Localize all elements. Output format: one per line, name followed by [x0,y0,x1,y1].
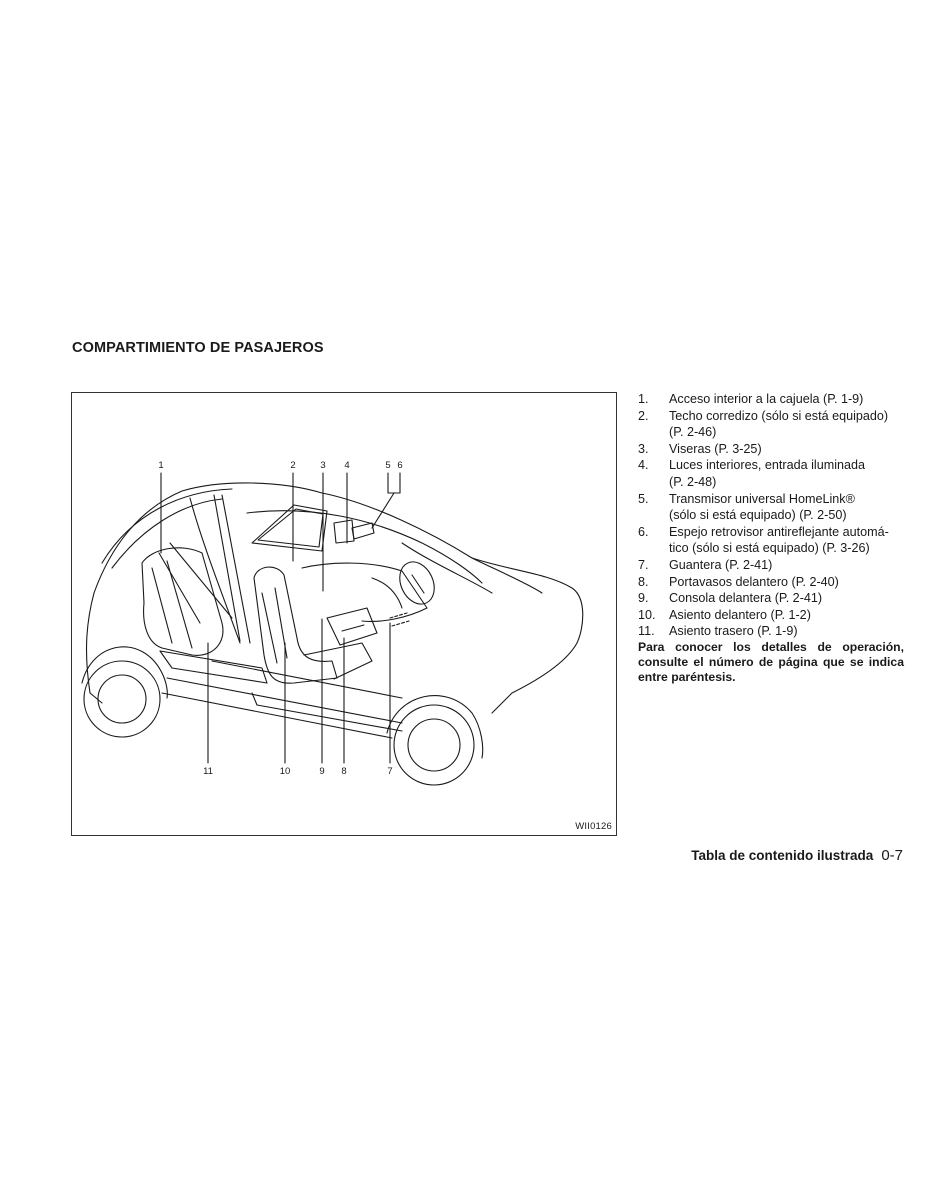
callout-8: 8 [341,766,346,777]
legend-item: 4. Luces interiores, entrada iluminada(P… [638,457,904,490]
legend-number: 1. [638,392,649,406]
callout-7: 7 [387,766,392,777]
legend-item: 7. Guantera (P. 2-41) [638,557,904,574]
legend-number: 3. [638,441,649,456]
legend-text: Espejo retrovisor antireflejante automá-… [669,524,904,557]
callout-10: 10 [280,766,291,777]
callout-5: 5 [385,460,390,471]
figure-id: WII0126 [575,821,612,832]
legend-number: 2. [638,408,649,423]
callout-2: 2 [290,460,295,471]
legend-number: 11. [638,624,655,639]
page-number: 0-7 [881,847,903,864]
car-interior-illustration: 1 2 3 4 5 6 7 8 9 10 11 [81,460,584,786]
legend-text: Acceso interior a la cajuela (P. 1-9) [669,391,904,408]
legend-line: Acceso interior a la cajuela (P. 1-9) [669,392,864,406]
legend-line: Consola delantera (P. 2-41) [669,591,823,606]
legend-text: Transmisor universal HomeLink® (sólo si e… [669,491,904,524]
legend-line: Espejo retrovisor antireflejante automá- [669,524,889,539]
legend-line: Portavasos delantero (P. 2-40) [669,574,839,589]
callout-1: 1 [158,460,163,471]
legend-number: 5. [638,491,649,506]
legend-line: Techo corredizo (sólo si está equipado) [669,408,889,423]
legend-text: Luces interiores, entrada iluminada(P. 2… [669,457,904,490]
legend-number: 6. [638,524,649,539]
car-interior-figure: 1 2 3 4 5 6 7 8 9 10 11 WII0126 [71,392,617,836]
callout-6: 6 [397,460,402,471]
legend-line: Asiento trasero (P. 1-9) [669,624,798,639]
legend-number: 4. [638,458,649,473]
legend-line: Asiento delantero (P. 1-2) [669,607,811,622]
legend-item: 8. Portavasos delantero (P. 2-40) [638,574,904,591]
legend-item: 1. Acceso interior a la cajuela (P. 1-9) [638,391,904,408]
legend-text: Asiento delantero (P. 1-2) [669,607,904,624]
callout-3: 3 [320,460,325,471]
legend-number: 7. [638,557,649,572]
footer-section-name: Tabla de contenido ilustrada [691,848,874,863]
legend-text: Viseras (P. 3-25) [669,441,904,458]
legend-number: 8. [638,574,649,589]
legend-item: 3. Viseras (P. 3-25) [638,441,904,458]
callout-9: 9 [319,766,324,777]
callout-11: 11 [203,766,213,777]
page-footer: Tabla de contenido ilustrada 0-7 [691,847,903,864]
legend-line: Transmisor universal HomeLink® [669,491,855,506]
legend-item: 10. Asiento delantero (P. 1-2) [638,607,904,624]
legend-number: 10. [638,607,656,622]
section-title: COMPARTIMIENTO DE PASAJEROS [72,340,324,356]
legend-line: (P. 2-48) [669,474,717,489]
legend-item: 11. Asiento trasero (P. 1-9) [638,623,904,640]
callout-4: 4 [344,460,349,471]
legend-line: (P. 2-46) [669,425,717,440]
legend-text: Asiento trasero (P. 1-9) [669,623,904,640]
legend-line: (sólo si está equipado) (P. 2-50) [669,508,847,523]
legend-line: tico (sólo si está equipado) (P. 3-26) [669,541,870,556]
legend-item: 9. Consola delantera (P. 2-41) [638,590,904,607]
legend-item: 6. Espejo retrovisor antireflejante auto… [638,524,904,557]
legend-list: 1. Acceso interior a la cajuela (P. 1-9)… [638,391,904,684]
legend-item: 5. Transmisor universal HomeLink® (sólo s… [638,491,904,524]
legend-text: Consola delantera (P. 2-41) [669,590,904,607]
legend-text: Guantera (P. 2-41) [669,557,904,574]
legend-note: Para conocer los detalles de operación, … [638,639,904,684]
legend-line: Guantera (P. 2-41) [669,557,773,572]
legend-line: Luces interiores, entrada iluminada [669,458,866,473]
legend-text: Portavasos delantero (P. 2-40) [669,574,904,591]
legend-line: Viseras (P. 3-25) [669,441,762,456]
legend-number: 9. [638,591,649,606]
legend-text: Techo corredizo (sólo si está equipado) (… [669,408,904,441]
legend-item: 2. Techo corredizo (sólo si está equipad… [638,408,904,441]
